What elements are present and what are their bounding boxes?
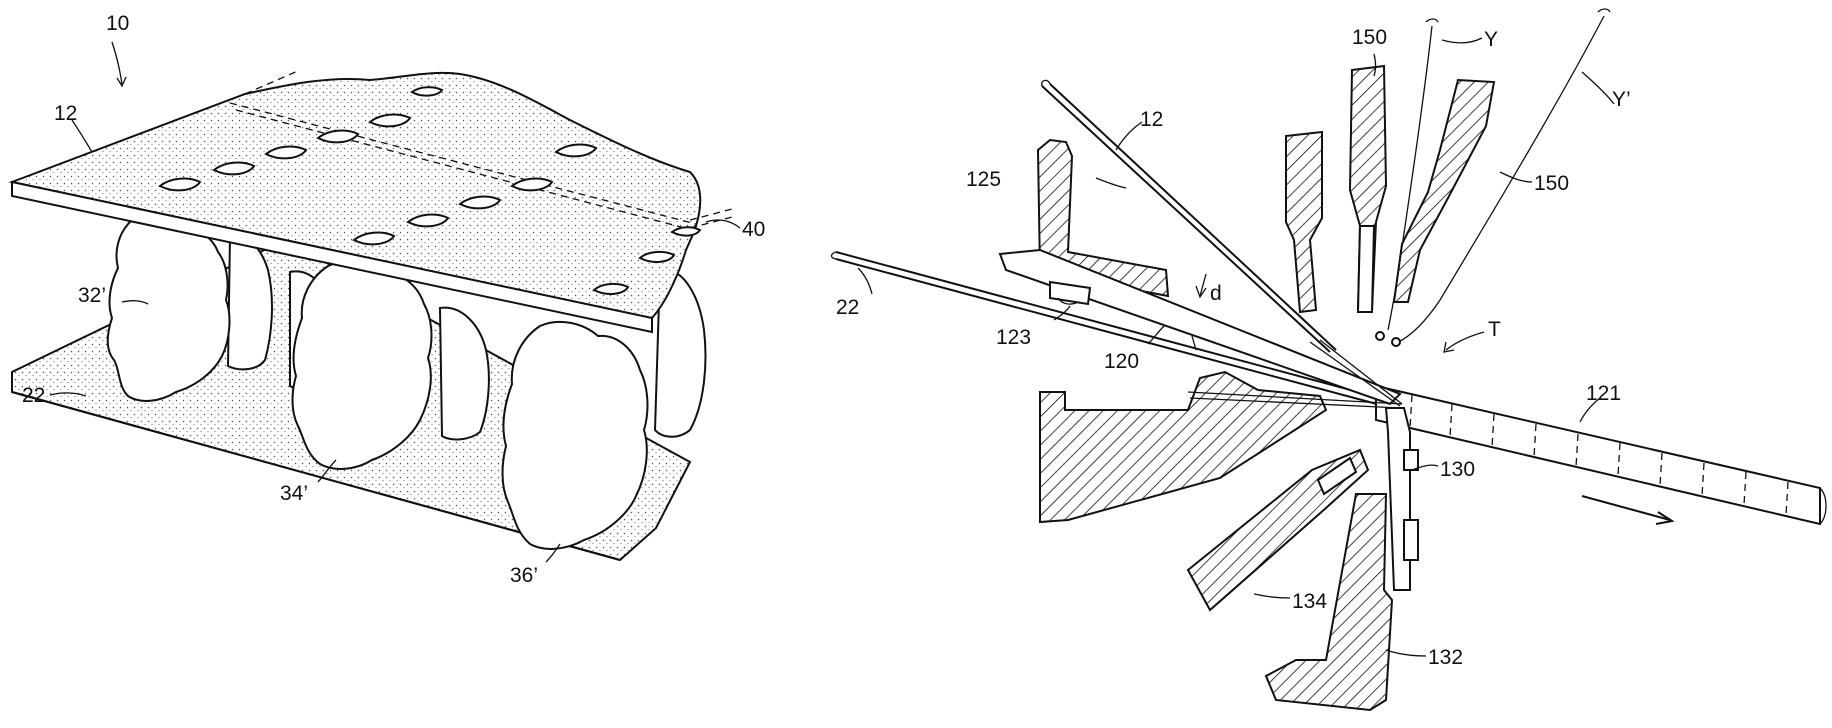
label-T: T	[1488, 318, 1501, 341]
fused-strip-121	[1376, 386, 1820, 524]
label-123: 123	[996, 326, 1031, 349]
figure-right	[832, 9, 1827, 710]
label-34: 34’	[280, 482, 308, 505]
label-125: 125	[966, 168, 1001, 191]
label-32: 32’	[78, 284, 106, 307]
part-150-rear	[1286, 132, 1322, 312]
label-40: 40	[742, 218, 765, 241]
pad-back-3	[440, 308, 489, 440]
label-Yp: Y’	[1612, 88, 1631, 111]
label-22-left: 22	[22, 384, 45, 407]
label-121: 121	[1586, 382, 1621, 405]
label-36: 36’	[510, 564, 538, 587]
part-130	[1386, 408, 1410, 590]
figure-left	[12, 42, 740, 562]
label-120: 120	[1104, 350, 1139, 373]
label-d: d	[1210, 282, 1222, 305]
label-22-right: 22	[836, 296, 859, 319]
label-132: 132	[1428, 646, 1463, 669]
label-10: 10	[106, 12, 129, 35]
label-150-right: 150	[1534, 172, 1569, 195]
label-134: 134	[1292, 590, 1327, 613]
label-12-left: 12	[54, 102, 77, 125]
part-150-right	[1394, 80, 1494, 302]
label-130: 130	[1440, 458, 1475, 481]
label-Y: Y	[1484, 28, 1498, 51]
label-150-top: 150	[1352, 26, 1387, 49]
label-12-right: 12	[1140, 108, 1163, 131]
